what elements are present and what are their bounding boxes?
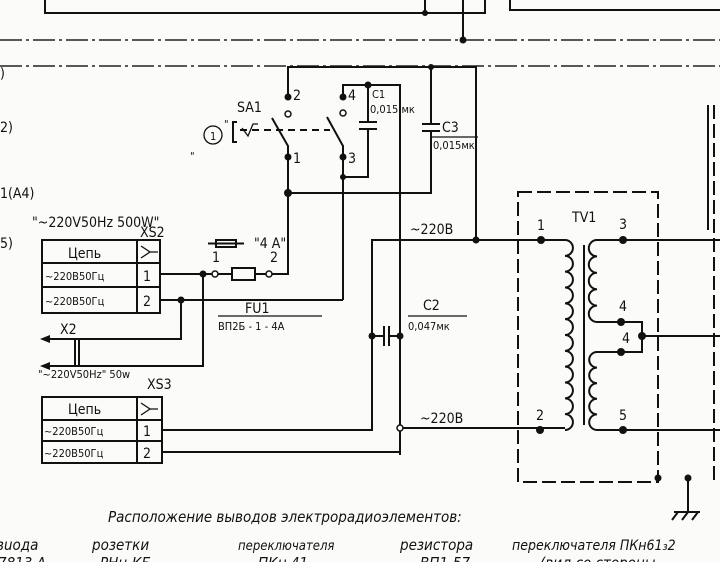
tv1-pin-label: 3	[619, 217, 627, 233]
tv1-pin-label: 4	[622, 331, 630, 347]
xs3-header: Цепь	[68, 402, 101, 418]
footer-sublabel: ВП1-57	[420, 554, 470, 562]
c1-ref-label: C1	[372, 88, 385, 101]
transformer-tv1: TV1 1 2 3 4 4 5	[517, 105, 720, 521]
footer-sublabel: (вид со стороны	[540, 554, 656, 562]
socket-xs3: "~220V50Hz" 50w XS3 Цепь ~220В50Гц 1 ~22…	[38, 239, 476, 464]
switch-pin-label: 3	[348, 151, 356, 167]
fuse-pin-label: 2	[270, 250, 278, 266]
tv1-pin-label: 2	[536, 408, 544, 424]
switch-pin-label: 2	[293, 88, 301, 104]
footer-sublabel: РНн-КБ	[100, 554, 151, 562]
margin-text: )	[0, 66, 5, 82]
fuse-pin-label: 1	[212, 250, 220, 266]
margin-text: 1(A4)	[0, 186, 34, 202]
xs3-ref-label: XS3	[147, 377, 172, 393]
switch-pin-label: 1	[293, 151, 301, 167]
footer-title: Расположение выводов электрорадиоэлемент…	[108, 508, 462, 526]
quote-mark: "	[190, 150, 195, 163]
xs2-ref-label: XS2	[140, 225, 165, 241]
mains-top-label: ~220В	[410, 222, 453, 238]
c2-ref-label: C2	[423, 298, 440, 314]
footer-sublabel: ПКн 41	[258, 554, 308, 562]
switch-marker-number: 1	[210, 130, 216, 143]
mains-wiring: C2 0,047мк ~220В ~220В	[368, 222, 565, 432]
quote-mark: "	[224, 118, 229, 131]
c3-value-label: 0,015мк	[433, 139, 475, 152]
footer-column: переключателя	[238, 539, 334, 554]
switch-sa1: 1 " " SA1 2 1 3 4 C1 0,015 мк C3 0,015мк	[190, 64, 478, 455]
fuse-type-label: ВП2Б - 1 - 4А	[218, 320, 285, 333]
xs2-pin: 2	[143, 294, 151, 310]
top-wiring	[0, 0, 720, 67]
xs2-rating-label: "~220V50Hz 500W"	[32, 215, 159, 231]
c2-value-label: 0,047мк	[408, 320, 450, 333]
tv1-pin-label: 4	[619, 299, 627, 315]
margin-text: 2)	[0, 120, 13, 136]
fuse-rating-label: "4 А"	[254, 236, 286, 252]
tv1-pin-label: 1	[537, 218, 545, 234]
socket-xs2: "~220V50Hz 500W" XS2 Цепь ~220В50Гц 1 ~2…	[32, 215, 165, 314]
xs3-circuit: ~220В50Гц	[44, 447, 104, 460]
c3-ref-label: C3	[442, 120, 459, 136]
c1-value-label: 0,015 мк	[370, 103, 415, 116]
footer-column: вuода	[0, 536, 38, 554]
x2-ref-label: X2	[60, 322, 77, 338]
xs2-header: Цепь	[68, 246, 101, 262]
xs3-pin: 1	[143, 424, 151, 440]
footer-legend: Расположение выводов электрорадиоэлемент…	[0, 508, 676, 562]
footer-column: резистора	[399, 536, 473, 554]
xs2-circuit: ~220В50Гц	[45, 295, 105, 308]
xs3-circuit: ~220В50Гц	[44, 425, 104, 438]
xs2-circuit: ~220В50Гц	[45, 270, 105, 283]
xs3-pin: 2	[143, 446, 151, 462]
tv1-ref-label: TV1	[571, 210, 596, 226]
fuse-ref-label: FU1	[245, 301, 269, 317]
fuse-fu1: "4 А" 1 2 FU1 ВП2Б - 1 - 4А X2	[40, 236, 343, 370]
margin-text: 5)	[0, 236, 13, 252]
switch-pin-label: 4	[348, 88, 356, 104]
xs2-pin: 1	[143, 269, 151, 285]
switch-ref-label: SA1	[237, 100, 262, 116]
footer-column: розетки	[91, 536, 149, 554]
footer-sublabel: 7813 А	[0, 554, 46, 562]
footer-column: переключателя ПКн61₃2	[512, 538, 676, 554]
xs3-rating-label: "~220V50Hz" 50w	[38, 368, 130, 381]
mains-bottom-label: ~220В	[420, 411, 463, 427]
margin-fragments: ) 2) 1(A4) 5)	[0, 66, 34, 252]
tv1-pin-label: 5	[619, 408, 627, 424]
